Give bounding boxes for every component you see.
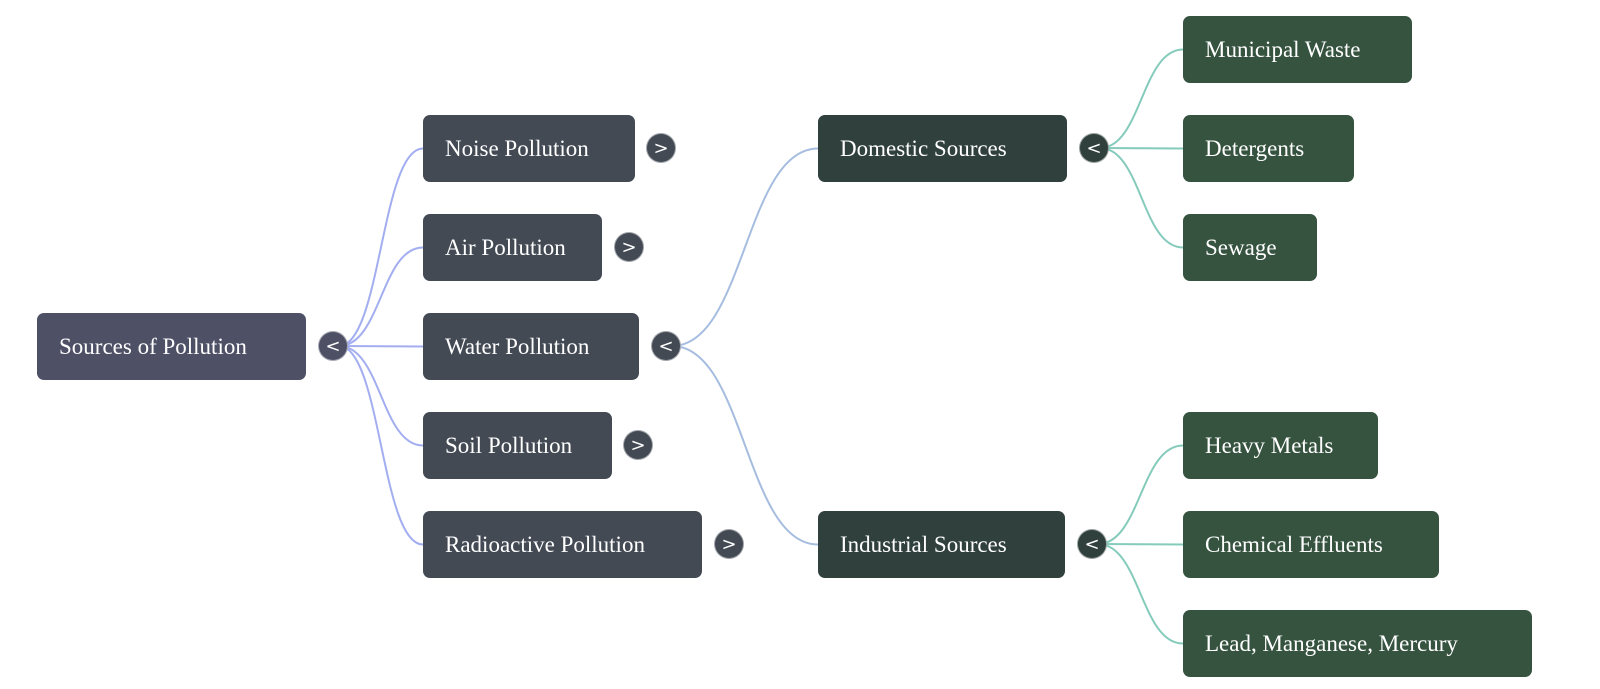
connector-root-to-level1	[338, 147, 424, 347]
connector-root-to-level1	[338, 345, 424, 348]
node-label: Detergents	[1205, 135, 1305, 161]
node-label: Domestic Sources	[840, 135, 1007, 161]
expand-toggle-air-pollution[interactable]: >	[614, 232, 644, 262]
connector-root-to-level1	[338, 246, 424, 347]
connector-root-to-level1	[338, 345, 424, 546]
node-label: Noise Pollution	[445, 135, 589, 161]
chevron-left-icon: <	[325, 335, 341, 357]
node-label: Lead, Manganese, Mercury	[1205, 630, 1458, 656]
collapse-toggle-water-pollution[interactable]: <	[651, 331, 681, 361]
node-soil-pollution[interactable]: Soil Pollution	[423, 412, 612, 479]
node-sewage[interactable]: Sewage	[1183, 214, 1317, 281]
expand-toggle-radioactive-pollution[interactable]: >	[714, 529, 744, 559]
node-noise-pollution[interactable]: Noise Pollution	[423, 115, 635, 182]
node-chemical-effluents[interactable]: Chemical Effluents	[1183, 511, 1439, 578]
node-municipal-waste[interactable]: Municipal Waste	[1183, 16, 1412, 83]
root-node-sources-of-pollution[interactable]: Sources of Pollution	[37, 313, 306, 380]
node-industrial-sources[interactable]: Industrial Sources	[818, 511, 1065, 578]
node-domestic-sources[interactable]: Domestic Sources	[818, 115, 1067, 182]
connector-water-to-level2	[671, 345, 819, 546]
chevron-right-icon: >	[653, 137, 669, 159]
node-radioactive-pollution[interactable]: Radioactive Pollution	[423, 511, 702, 578]
connector-water-to-level2	[671, 147, 819, 347]
node-label: Municipal Waste	[1205, 36, 1361, 62]
chevron-right-icon: >	[621, 236, 637, 258]
collapse-toggle-root[interactable]: <	[318, 331, 348, 361]
expand-toggle-soil-pollution[interactable]: >	[623, 430, 653, 460]
connector-domestic-to-leaf	[1099, 48, 1184, 149]
node-lead-manganese-mercury[interactable]: Lead, Manganese, Mercury	[1183, 610, 1532, 677]
connector-domestic-to-leaf	[1099, 147, 1184, 249]
node-label: Industrial Sources	[840, 531, 1007, 557]
chevron-left-icon: <	[658, 335, 674, 357]
node-label: Air Pollution	[445, 234, 566, 260]
chevron-right-icon: >	[721, 533, 737, 555]
chevron-right-icon: >	[630, 434, 646, 456]
chevron-left-icon: <	[1086, 137, 1102, 159]
node-label: Soil Pollution	[445, 432, 573, 458]
chevron-left-icon: <	[1084, 533, 1100, 555]
collapse-toggle-domestic-sources[interactable]: <	[1079, 133, 1109, 163]
connector-domestic-to-leaf	[1099, 147, 1184, 150]
node-heavy-metals[interactable]: Heavy Metals	[1183, 412, 1378, 479]
node-label: Sources of Pollution	[59, 333, 247, 359]
node-label: Chemical Effluents	[1205, 531, 1383, 557]
connector-industrial-to-leaf	[1097, 543, 1184, 546]
node-label: Sewage	[1205, 234, 1277, 260]
expand-toggle-noise-pollution[interactable]: >	[646, 133, 676, 163]
node-label: Water Pollution	[445, 333, 590, 359]
connector-root-to-level1	[338, 345, 424, 447]
connector-industrial-to-leaf	[1097, 543, 1184, 645]
node-water-pollution[interactable]: Water Pollution	[423, 313, 639, 380]
node-label: Heavy Metals	[1205, 432, 1334, 458]
node-label: Radioactive Pollution	[445, 531, 645, 557]
collapse-toggle-industrial-sources[interactable]: <	[1077, 529, 1107, 559]
node-detergents[interactable]: Detergents	[1183, 115, 1354, 182]
connector-industrial-to-leaf	[1097, 444, 1184, 545]
node-air-pollution[interactable]: Air Pollution	[423, 214, 602, 281]
